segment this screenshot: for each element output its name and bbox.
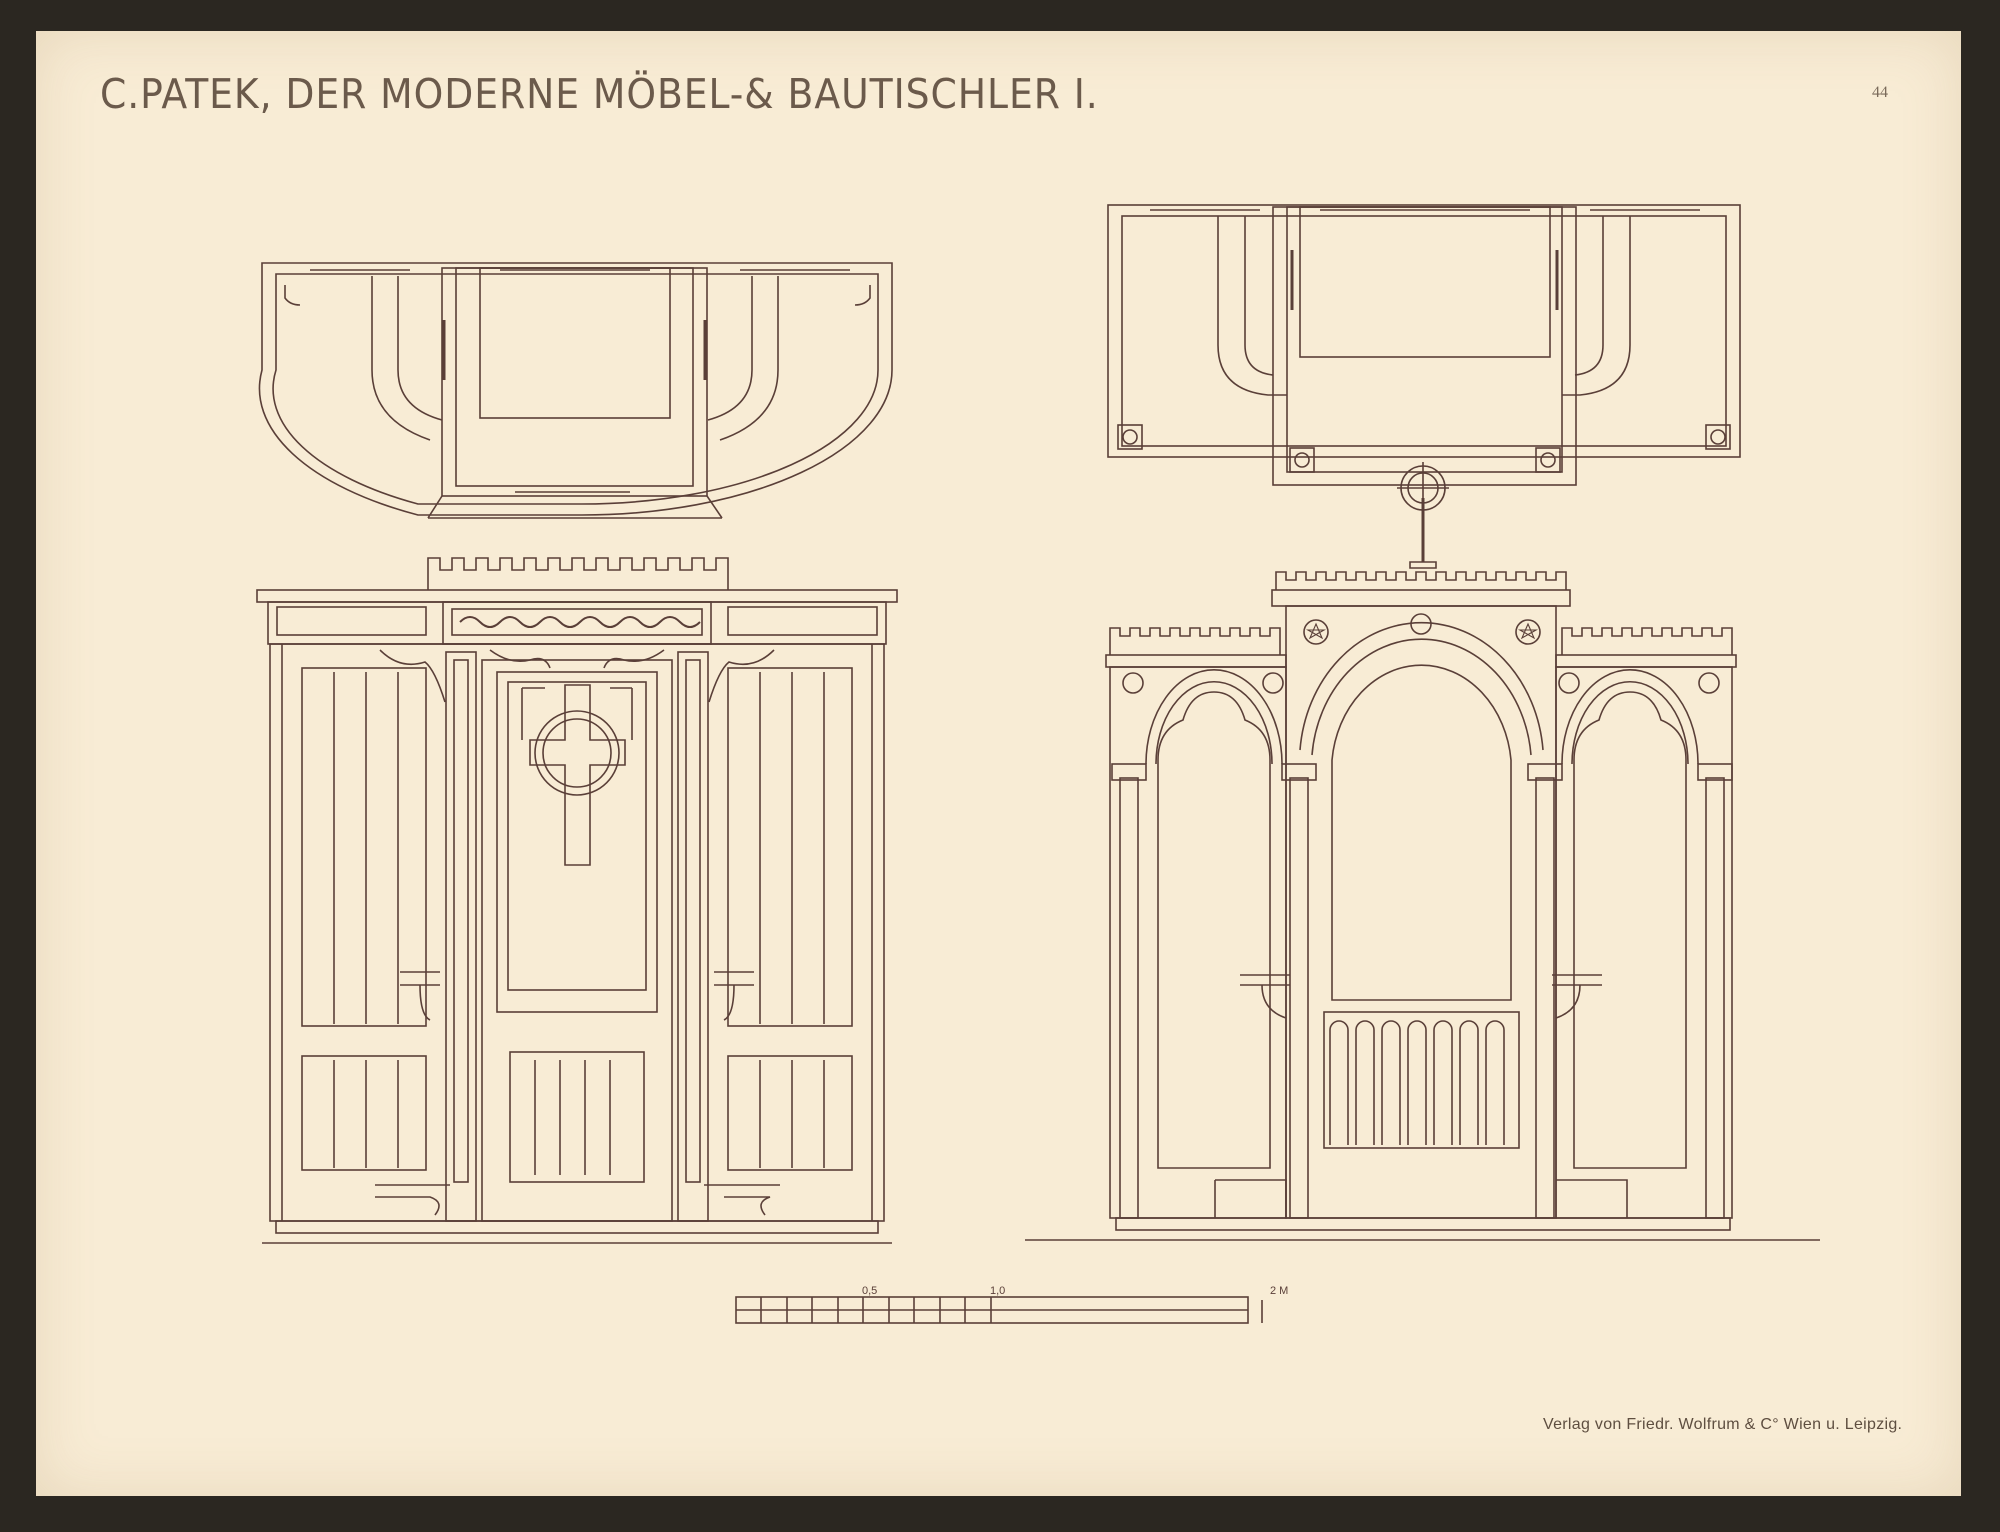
scale-label-one: 1,0 (990, 1285, 1005, 1297)
left-elevation-view (256, 557, 898, 1244)
scale-label-half: 0,5 (862, 1285, 877, 1297)
left-plan-view (258, 262, 893, 519)
plate-sheet (36, 31, 1961, 1496)
right-plan-view (1107, 204, 1741, 486)
publisher-imprint: Verlag von Friedr. Wolfrum & C° Wien u. … (1543, 1416, 1903, 1433)
scale-bar: 0,5 1,0 2 M (735, 1285, 1288, 1324)
right-elevation-view (1025, 462, 1820, 1241)
scale-label-two: 2 M (1270, 1285, 1288, 1297)
plate-number: 44 (1872, 84, 1888, 101)
plate-title: C.PATEK, DER MODERNE MÖBEL-& BAUTISCHLER… (100, 70, 1099, 118)
